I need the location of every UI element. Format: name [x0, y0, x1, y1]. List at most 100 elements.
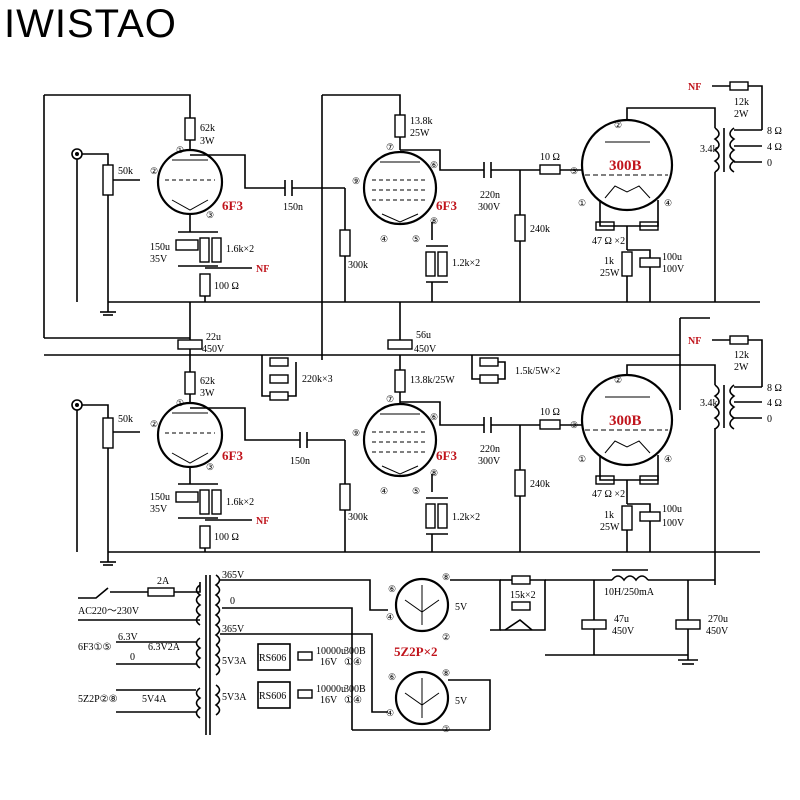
top-pot-label: 50k — [118, 166, 133, 177]
bot-300b-pin1: ① — [578, 454, 586, 464]
top-ot-primary — [713, 127, 720, 173]
top-6f3-2-cathode — [381, 213, 419, 223]
ps-r15k-b — [511, 601, 531, 611]
ps-5z2p-2-pin6: ⑥ — [388, 672, 396, 682]
top-r12k-label: 1.2k×2 — [452, 258, 480, 269]
top-300b-filament-wires — [599, 200, 659, 227]
bot-cap-150u-label: 150u — [150, 492, 170, 503]
bot-300b-pin3: ③ — [570, 420, 578, 430]
ps-cap-47u-volt: 450V — [612, 626, 635, 637]
bot-ot-secondary — [729, 384, 736, 430]
top-channel: 50k 62k 3W ① ② ③ 6F3 150u — [43, 81, 782, 360]
bot-6f3-2-pin5: ⑤ — [412, 486, 420, 496]
bot-6f3-2-pin9: ⑨ — [352, 428, 360, 438]
top-cap-150u-label: 150u — [150, 242, 170, 253]
mid-r220k-c — [269, 391, 289, 401]
bot-ot-label-8: 8 Ω — [767, 383, 782, 394]
top-r16k-label: 1.6k×2 — [226, 244, 254, 255]
bot-nf-label-2: NF — [688, 336, 701, 347]
ps-fil-63v-label: 6.3V — [118, 632, 139, 643]
bot-r62k-watt: 3W — [200, 388, 215, 399]
ps-heater-2-pins: ①④ — [344, 695, 362, 706]
bot-6f3-tube-2 — [362, 402, 438, 478]
bot-input-jack-center — [75, 403, 79, 407]
ps-5z2p-2-5v: 5V — [455, 696, 468, 707]
bot-300b-pin2: ② — [614, 375, 622, 385]
ps-fil-6f3-label: 6F3①⑤ — [78, 642, 112, 653]
top-r138k-resistor — [394, 114, 406, 138]
top-volume-pot — [102, 164, 114, 196]
top-r100-label: 100 Ω — [214, 281, 239, 292]
bot-r1k-watt: 25W — [600, 522, 620, 533]
ps-rect-output-bus — [450, 579, 501, 631]
top-r12k2w-watt: 2W — [734, 109, 749, 120]
top-r12k-resistor-b — [437, 251, 448, 277]
ps-cap-47u-label: 47u — [614, 614, 629, 625]
ps-5z2p-1-pin8: ⑧ — [442, 572, 450, 582]
bot-cap-100u — [639, 511, 661, 522]
ps-r15k-label: 15k×2 — [510, 590, 536, 601]
bot-cap-220n-label: 220n — [480, 444, 500, 455]
brand-logo-text: IWISTAO — [4, 2, 177, 46]
top-6f3-2-pin6: ⑥ — [430, 160, 438, 170]
ps-5z2p-2-cathode — [404, 692, 440, 706]
bot-r240k-resistor — [514, 469, 526, 497]
ps-heater-1-pins: ①④ — [344, 657, 362, 668]
bot-cap-100u-volt: 100V — [662, 518, 685, 529]
top-r100-resistor — [199, 273, 211, 297]
ps-fuse-label: 2A — [157, 576, 170, 587]
top-cap-100u-label: 100u — [662, 252, 682, 263]
top-300b-pin3: ③ — [570, 166, 578, 176]
top-300b-pin2: ② — [614, 120, 622, 130]
ps-ac-line-top — [78, 587, 109, 599]
ps-hv-winding — [214, 574, 221, 646]
mid-r15k-a — [479, 357, 499, 367]
bot-r10-resistor — [539, 419, 561, 430]
ps-cap-10000u-1-label: 10000u — [316, 646, 346, 657]
mid-r220k-b — [269, 374, 289, 384]
bot-cathode-rc-bus — [627, 503, 651, 512]
ps-hv-tap-365-a: 365V — [222, 570, 245, 581]
top-ot-impedance: 3.4k — [700, 144, 718, 155]
ps-fil-5z2p-label: 5Z2P②⑧ — [78, 694, 118, 705]
top-6f3-2-pin8: ⑧ — [430, 216, 438, 226]
ps-choke-label: 10H/250mA — [604, 587, 655, 598]
bot-6f3-1-anode-out — [190, 407, 300, 441]
bot-r138k-label: 13.8k/25W — [410, 375, 455, 386]
bot-cap-100u-label: 100u — [662, 504, 682, 515]
ps-cap-10000u-2-volt: 16V — [320, 695, 338, 706]
bot-r10-label: 10 Ω — [540, 407, 560, 418]
bot-6f3-1-label: 6F3 — [222, 448, 243, 463]
bot-300b-label: 300B — [609, 413, 642, 429]
top-300b-pin4: ④ — [664, 198, 672, 208]
bot-ot-impedance: 3.4k — [700, 398, 718, 409]
bot-r12k2w-label: 12k — [734, 350, 749, 361]
bot-r12k-resistor-b — [437, 503, 448, 529]
top-r1k-resistor — [621, 251, 633, 277]
top-r10-resistor — [539, 164, 561, 175]
top-6f3-1-anode-out — [190, 154, 285, 189]
top-r300k-label: 300k — [348, 260, 368, 271]
ps-cap-10000u-1-volt: 16V — [320, 657, 338, 668]
mid-cap-56u-volt: 450V — [414, 344, 437, 355]
mid-cap-22u — [177, 339, 203, 350]
ps-cap-270u-label: 270u — [708, 614, 728, 625]
ps-r15k-a — [511, 575, 531, 585]
mid-r220k-left-bus — [261, 355, 270, 397]
top-r300k-resistor — [339, 229, 351, 257]
top-r10-label: 10 Ω — [540, 152, 560, 163]
bot-r16k-label: 1.6k×2 — [226, 497, 254, 508]
top-6f3-2-pin5: ⑤ — [412, 234, 420, 244]
top-cap-150u-volt: 35V — [150, 254, 168, 265]
ps-5z2p-2-pin8: ⑧ — [442, 668, 450, 678]
top-cap-100u-volt: 100V — [662, 264, 685, 275]
top-stage2-rail — [322, 94, 401, 115]
ps-fil-0-label: 0 — [130, 652, 135, 663]
top-300b-pin1: ① — [578, 198, 586, 208]
ps-rs606-2-label: RS606 — [259, 691, 286, 702]
ps-heater-winding-2 — [214, 684, 221, 716]
top-ot-label-4: 4 Ω — [767, 142, 782, 153]
ps-rs606-1-label: RS606 — [259, 653, 286, 664]
ps-5z2p-label: 5Z2P×2 — [394, 644, 438, 659]
